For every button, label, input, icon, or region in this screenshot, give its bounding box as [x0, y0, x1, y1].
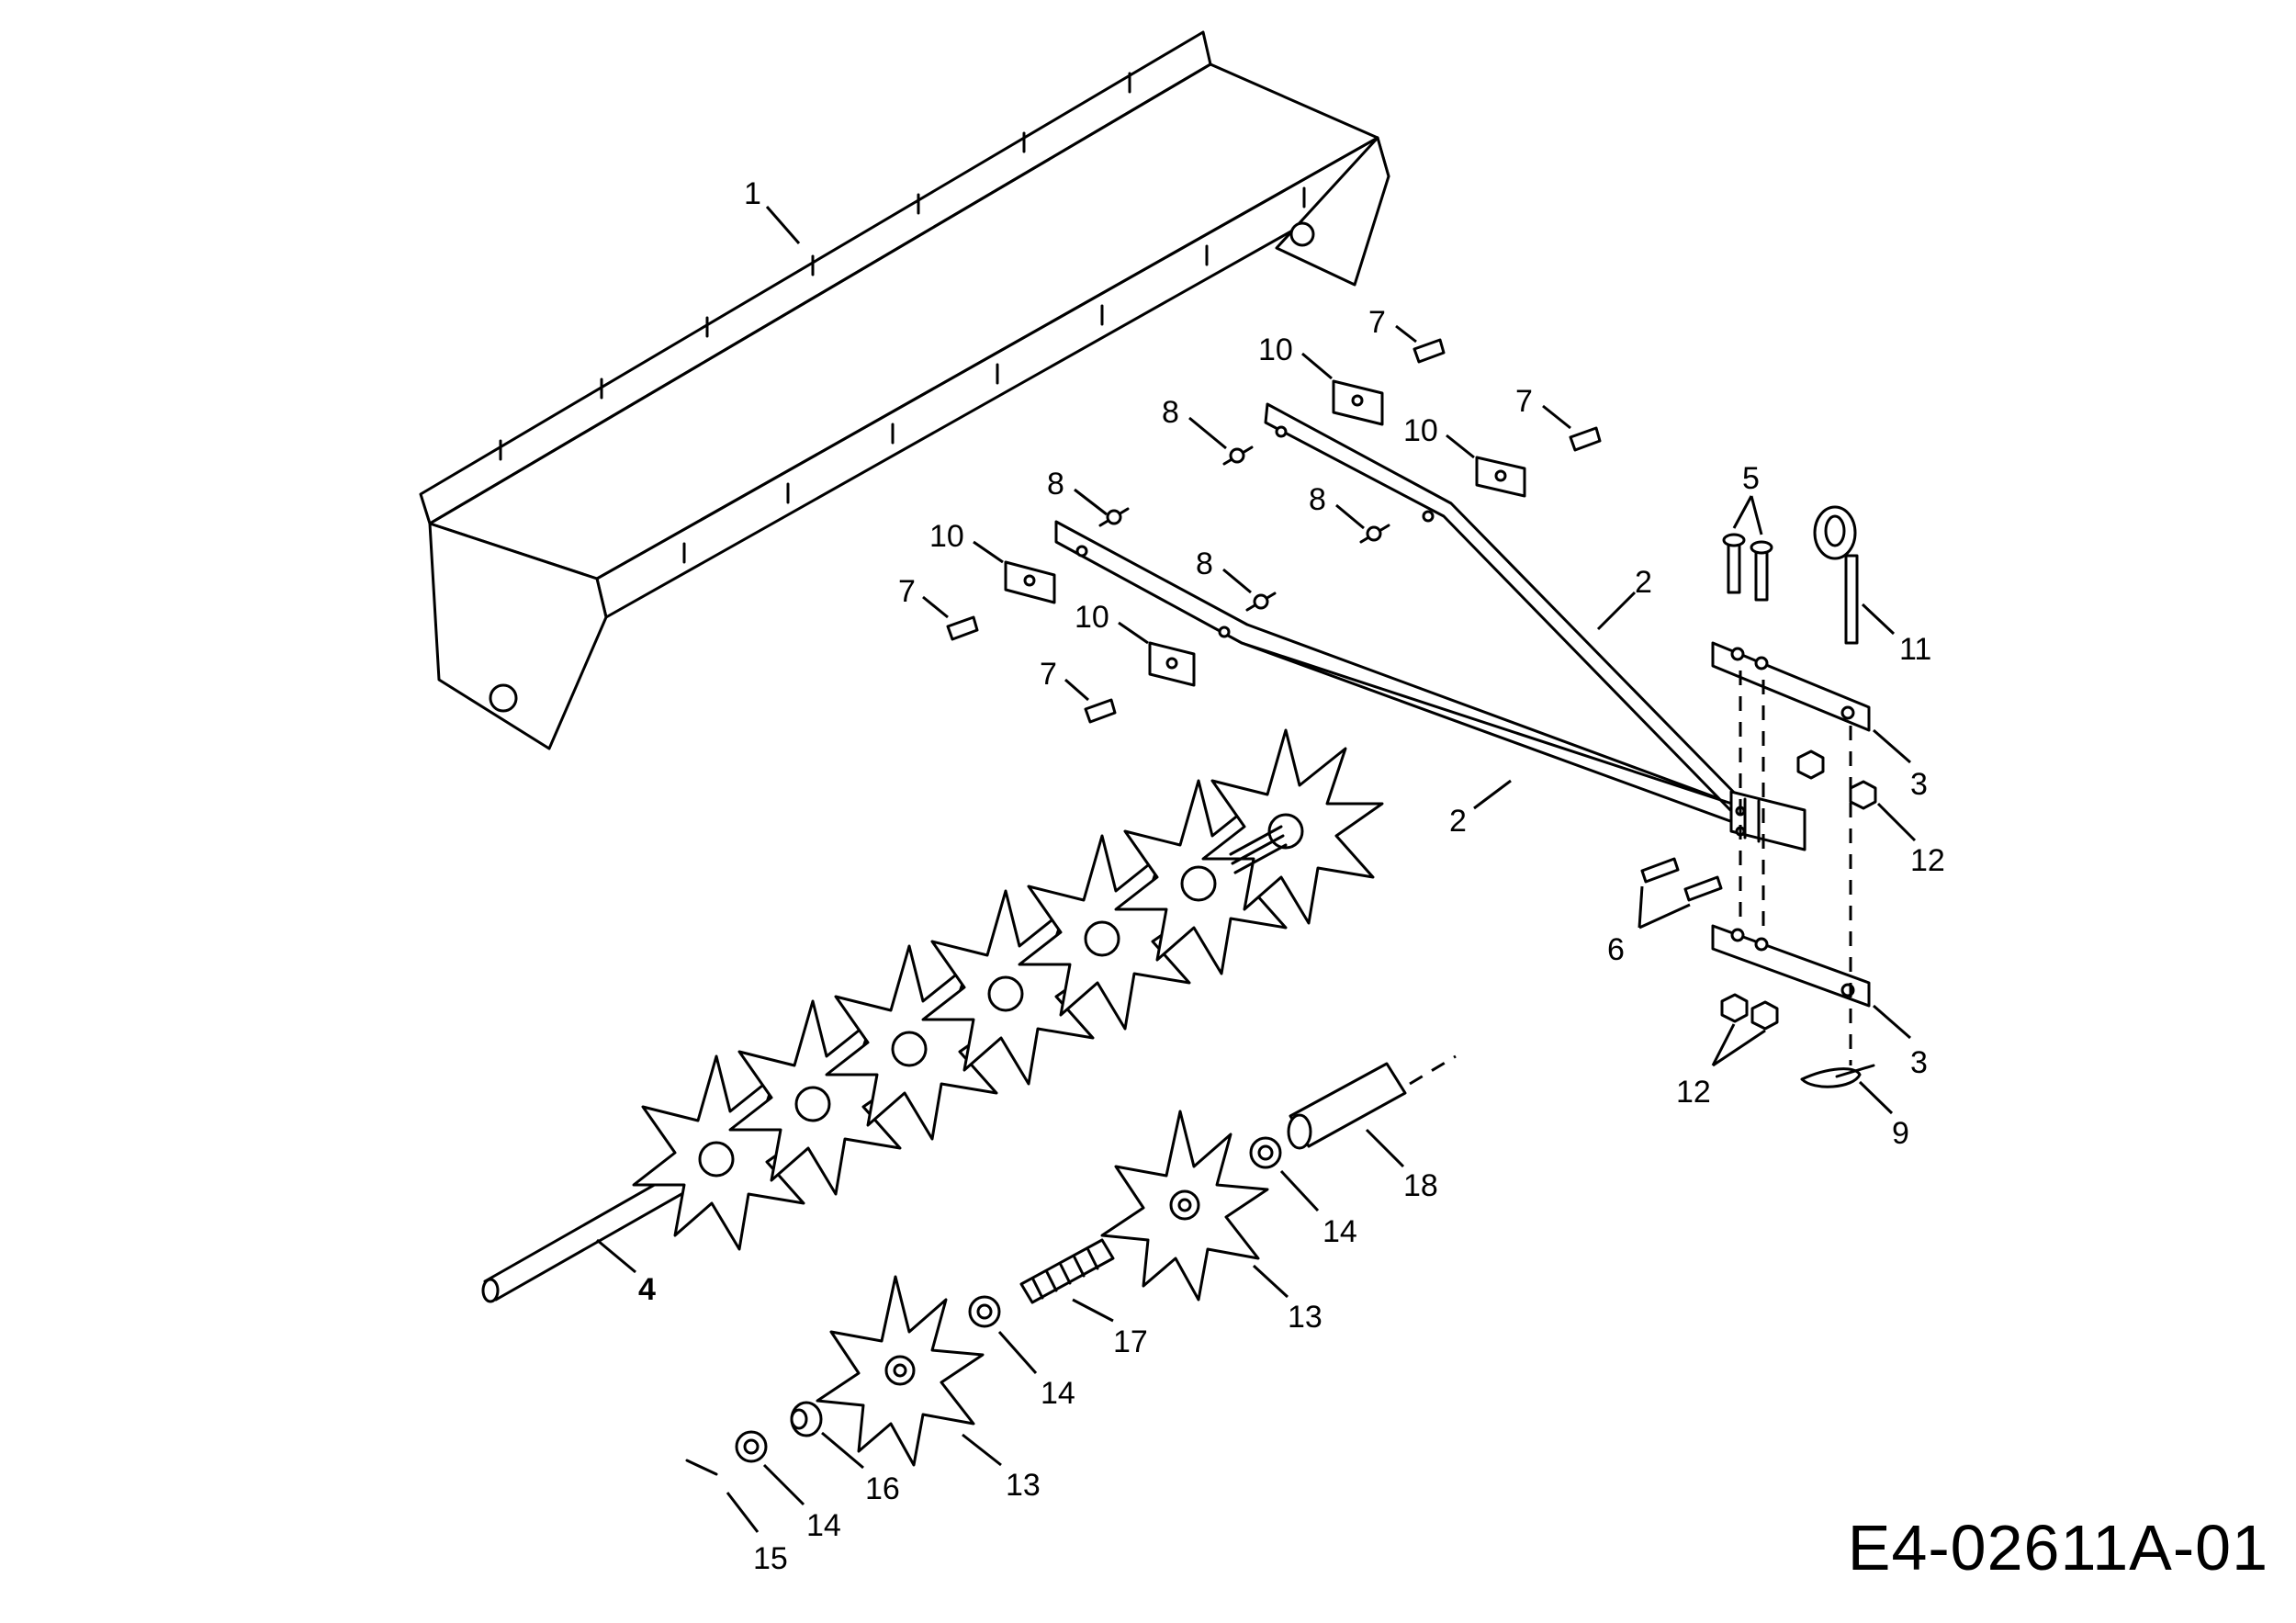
- callout-13b: 13: [1006, 1468, 1041, 1503]
- callout-7d: 7: [1040, 657, 1057, 692]
- spike-wheel-gang: [481, 728, 1384, 1303]
- callout-9: 9: [1892, 1116, 1909, 1151]
- callout-16: 16: [865, 1471, 900, 1506]
- callout-18: 18: [1403, 1168, 1438, 1203]
- hitch-assembly: [1640, 505, 1877, 1088]
- callout-10b: 10: [1403, 413, 1438, 448]
- callout-7b: 7: [1515, 384, 1533, 419]
- callout-14a: 14: [1322, 1214, 1357, 1249]
- callout-7c: 7: [898, 574, 916, 609]
- loose-parts: [685, 1054, 1457, 1476]
- callout-8b: 8: [1309, 482, 1326, 517]
- tow-bar-part: [1054, 402, 1806, 851]
- callout-4: 4: [638, 1272, 656, 1307]
- callout-14b: 14: [1041, 1376, 1075, 1411]
- drawing-code-label: E4-02611A-01: [1847, 1512, 2268, 1584]
- callout-1: 1: [744, 176, 761, 211]
- callout-13a: 13: [1288, 1300, 1322, 1335]
- callout-14c: 14: [806, 1508, 841, 1543]
- weight-tray-part: [419, 30, 1390, 750]
- hardware-small-parts: [946, 338, 1602, 724]
- gang-spring: [1229, 825, 1288, 874]
- callout-2a: 2: [1635, 565, 1652, 600]
- callout-15: 15: [753, 1541, 788, 1576]
- callout-12a: 12: [1910, 843, 1945, 878]
- callout-7a: 7: [1368, 305, 1386, 340]
- callout-6: 6: [1607, 932, 1625, 967]
- callout-labels: 1 2 2 3 3 4 5 6 7 7 7 7 8 8 8 8 9 10: [596, 176, 1945, 1576]
- callout-5: 5: [1742, 461, 1760, 496]
- callout-8c: 8: [1047, 467, 1064, 502]
- callout-3b: 3: [1910, 1045, 1928, 1080]
- callout-10a: 10: [1258, 332, 1293, 367]
- callout-17: 17: [1113, 1324, 1148, 1359]
- callout-11: 11: [1899, 632, 1931, 667]
- callout-3a: 3: [1910, 767, 1928, 802]
- callout-2b: 2: [1449, 804, 1467, 839]
- callout-8d: 8: [1196, 547, 1213, 581]
- callout-10c: 10: [929, 519, 964, 554]
- callout-8a: 8: [1162, 395, 1179, 430]
- callout-12b: 12: [1676, 1075, 1711, 1110]
- callout-10d: 10: [1075, 600, 1109, 635]
